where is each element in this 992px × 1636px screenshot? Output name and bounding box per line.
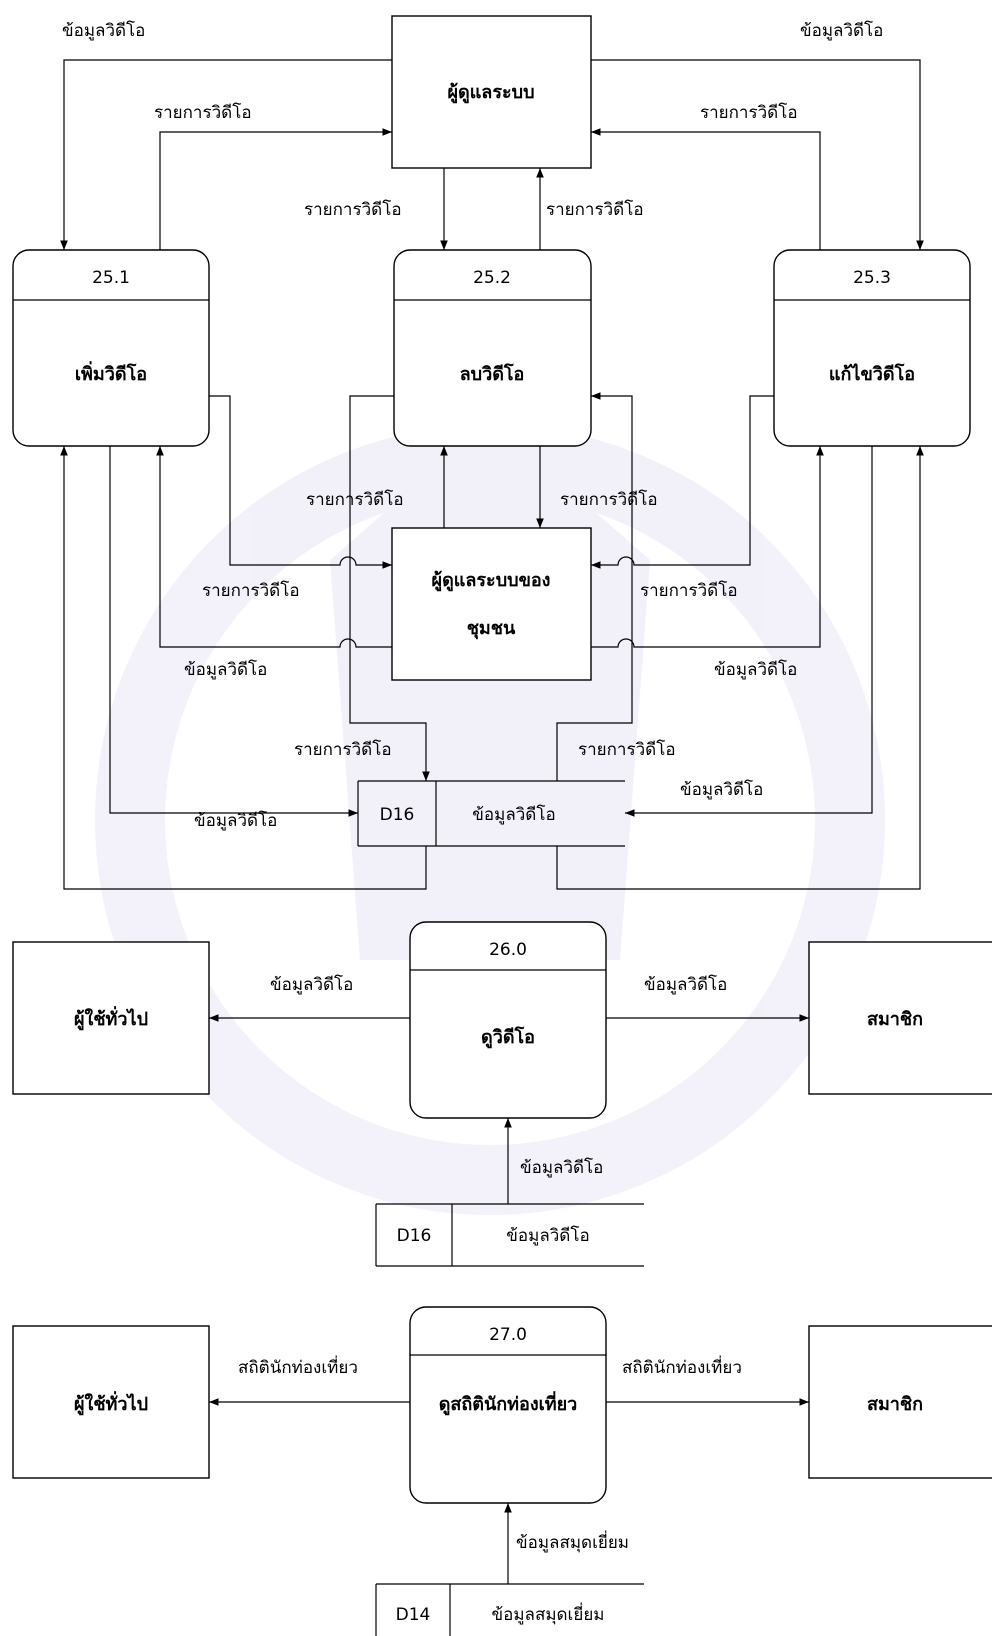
process-25-3: 25.3 แก้ไขวิดีโอ (773, 249, 971, 447)
label-k: ข้อมูลวิดีโอ (184, 659, 267, 680)
bot-label-right: สถิตินักท่องเที่ยว (622, 1355, 742, 1378)
flow-251-to-admin (159, 128, 392, 250)
general-user-label-1: ผู้ใช้ทั่วไป (74, 1006, 148, 1031)
flow-admin-to-253 (591, 59, 924, 250)
label-e: รายการวิดีโอ (304, 199, 402, 220)
member-label-2: สมาชิก (867, 1394, 923, 1415)
process-27-0-id: 27.0 (489, 1325, 527, 1345)
flow-253-to-store (625, 446, 873, 817)
bot-label-up: ข้อมูลสมุดเยี่ยม (516, 1530, 629, 1553)
label-m: รายการวิดีโอ (294, 739, 392, 760)
label-g: รายการวิดีโอ (306, 489, 404, 510)
process-25-2-name: ลบวิดีโอ (460, 363, 525, 385)
admin-entity (391, 15, 592, 169)
flow-253-to-community (591, 395, 774, 569)
datastore-d16-top-id: D16 (380, 805, 415, 825)
label-h: รายการวิดีโอ (560, 489, 658, 510)
label-a: ข้อมูลวิดีโอ (62, 20, 145, 41)
process-27-0-name: ดูสถิตินักท่องเที่ยว (439, 1391, 578, 1416)
community-admin-label-1: ผู้ดูแลระบบของ (432, 570, 551, 592)
mid-label-left: ข้อมูลวิดีโอ (270, 974, 353, 995)
process-25-1-name: เพิ่มวิดีโอ (75, 361, 147, 385)
process-27-0: 27.0 ดูสถิตินักท่องเที่ยว (409, 1306, 607, 1504)
flow-251-to-community (209, 395, 392, 569)
community-admin-entity (391, 527, 592, 681)
label-c: รายการวิดีโอ (154, 102, 252, 123)
label-b: ข้อมูลวิดีโอ (800, 20, 883, 41)
general-user-entity-1 (12, 941, 210, 1095)
datastore-d16-mid-name: ข้อมูลวิดีโอ (506, 1225, 589, 1246)
general-user-entity-2 (12, 1325, 210, 1479)
process-25-2: 25.2 ลบวิดีโอ (393, 249, 592, 447)
datastore-d14-id: D14 (396, 1605, 431, 1625)
process-25-1: 25.1 เพิ่มวิดีโอ (12, 249, 210, 447)
flow-community-to-253 (591, 446, 824, 648)
label-i: รายการวิดีโอ (202, 580, 300, 601)
process-26-0-id: 26.0 (489, 940, 527, 960)
datastore-d16-mid: D16 ข้อมูลวิดีโอ (375, 1203, 644, 1267)
mid-label-up: ข้อมูลวิดีโอ (520, 1157, 603, 1178)
datastore-d16-mid-id: D16 (397, 1226, 432, 1246)
datastore-d14: D14 ข้อมูลสมุดเยี่ยม (375, 1583, 644, 1636)
flow-253-to-admin (591, 128, 821, 250)
label-o: ข้อมูลวิดีโอ (194, 810, 277, 831)
datastore-d14-name: ข้อมูลสมุดเยี่ยม (491, 1602, 604, 1625)
flow-251-to-store (109, 446, 358, 817)
general-user-label-2: ผู้ใช้ทั่วไป (74, 1391, 148, 1416)
mid-label-right: ข้อมูลวิดีโอ (644, 974, 727, 995)
label-n: รายการวิดีโอ (578, 739, 676, 760)
member-label-1: สมาชิก (867, 1009, 923, 1030)
process-25-2-id: 25.2 (473, 268, 511, 288)
flow-252-to-store (349, 395, 430, 781)
process-25-1-id: 25.1 (92, 268, 130, 288)
datastore-d16-top-name: ข้อมูลวิดีโอ (472, 804, 555, 825)
process-25-3-id: 25.3 (853, 268, 891, 288)
label-p: ข้อมูลวิดีโอ (680, 779, 763, 800)
process-25-3-name: แก้ไขวิดีโอ (829, 363, 915, 385)
member-entity-2 (808, 1325, 992, 1479)
admin-entity-label: ผู้ดูแลระบบ (447, 82, 534, 104)
label-j: รายการวิดีโอ (640, 580, 738, 601)
bot-label-left: สถิตินักท่องเที่ยว (238, 1355, 358, 1378)
label-f: รายการวิดีโอ (546, 199, 644, 220)
process-26-0: 26.0 ดูวิดีโอ (409, 921, 607, 1119)
flow-store-to-251 (60, 446, 427, 890)
community-admin-label-2: ชุมชน (467, 618, 516, 640)
flow-admin-to-251 (60, 59, 392, 250)
process-26-0-name: ดูวิดีโอ (481, 1026, 535, 1049)
flow-store-to-252 (556, 392, 633, 781)
label-l: ข้อมูลวิดีโอ (714, 659, 797, 680)
member-entity-1 (808, 941, 992, 1095)
label-d: รายการวิดีโอ (700, 102, 798, 123)
flow-store-to-253 (556, 446, 924, 890)
flow-community-to-251 (156, 446, 392, 648)
